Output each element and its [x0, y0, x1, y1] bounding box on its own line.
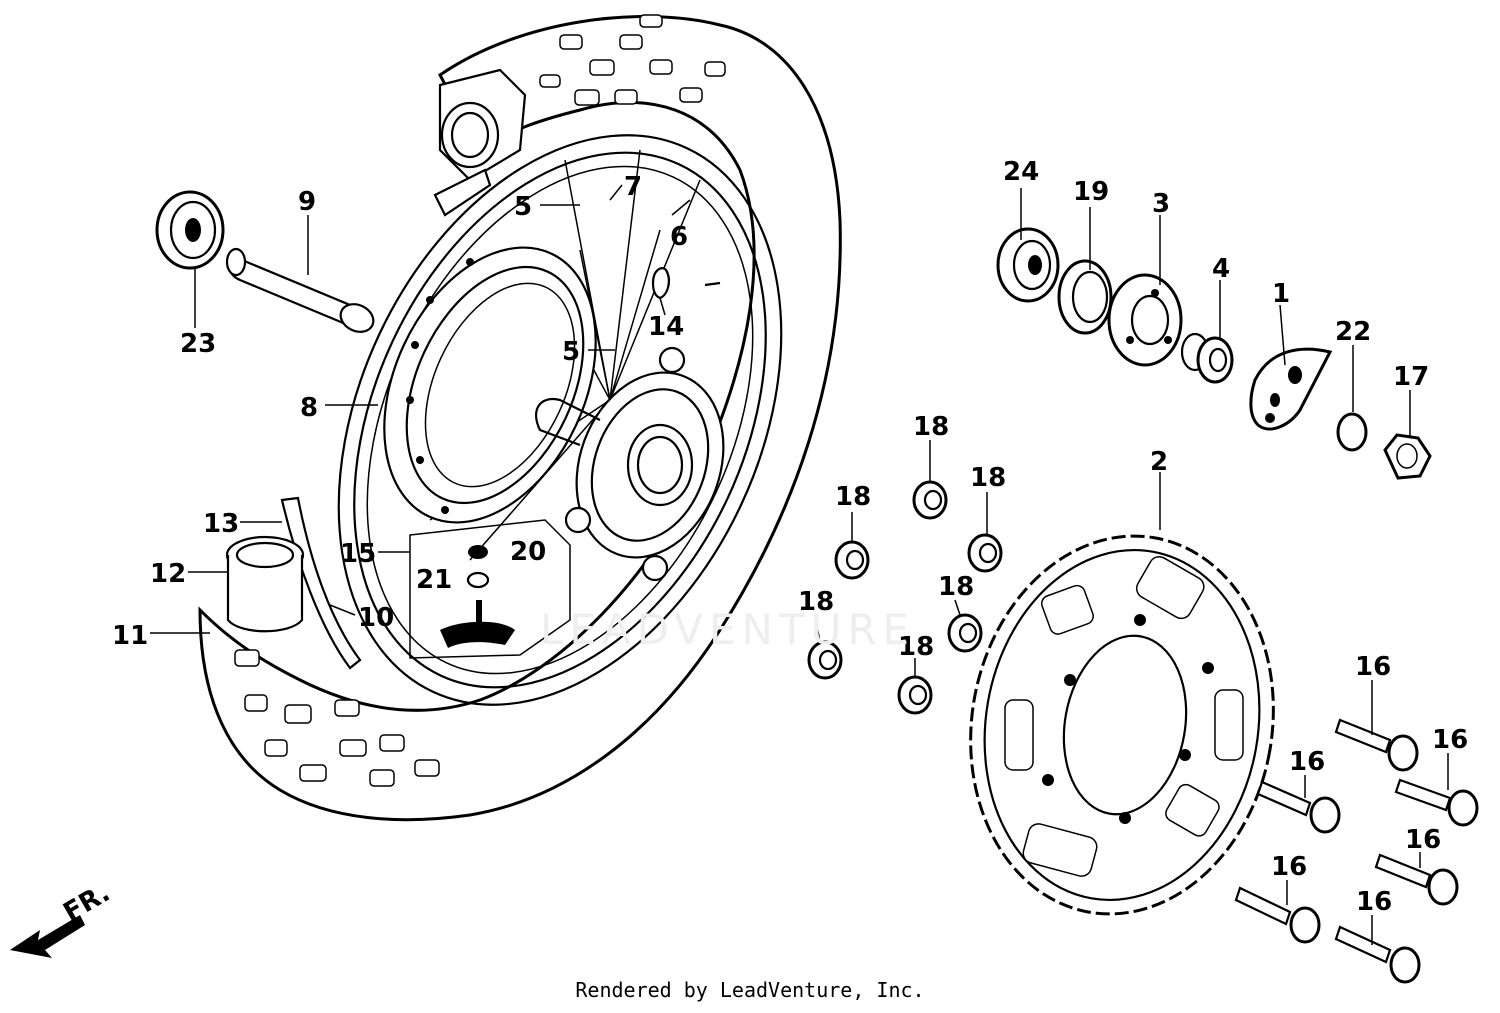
callout-23: 23	[180, 329, 216, 359]
watermark: LEADVENTURE	[540, 605, 916, 654]
hub-flange	[534, 346, 725, 582]
callout-22: 22	[1335, 317, 1371, 347]
front-direction-arrow	[10, 915, 85, 958]
spoke-nipple	[651, 267, 670, 300]
callout-4: 4	[1212, 254, 1230, 284]
callout-17: 17	[1393, 362, 1429, 392]
callout-8: 8	[300, 393, 318, 423]
callout-16b: 16	[1432, 725, 1468, 755]
callout-18f: 18	[898, 632, 934, 662]
valve-assembly	[409, 519, 571, 659]
sprocket	[969, 534, 1275, 916]
callout-13: 13	[203, 509, 239, 539]
callout-1: 1	[1272, 279, 1290, 309]
spoke-end	[704, 281, 721, 287]
callout-11: 11	[112, 621, 148, 651]
leader-lines	[150, 184, 1449, 945]
callout-15: 15	[340, 539, 376, 569]
callout-16f: 16	[1356, 887, 1392, 917]
callout-9: 9	[298, 187, 316, 217]
callout-18d: 18	[938, 572, 974, 602]
callout-6: 6	[670, 222, 688, 252]
bearing-23	[155, 190, 225, 270]
rim-lock	[433, 68, 527, 217]
callout-24: 24	[1003, 157, 1039, 187]
collar-4	[1180, 332, 1234, 384]
callout-2: 2	[1150, 447, 1168, 477]
callout-5a: 5	[514, 192, 532, 222]
callout-20: 20	[510, 537, 546, 567]
callout-16d: 16	[1405, 825, 1441, 855]
sprocket-flange-3	[1107, 273, 1183, 367]
nut-17	[1383, 433, 1432, 480]
callout-10: 10	[358, 603, 394, 633]
bolts-16	[1234, 718, 1479, 984]
tire	[198, 14, 842, 822]
rim-lock-lower	[225, 535, 305, 633]
callout-labels: 1 2 3 4 5 5 6 7 8 9 10 11 12 13 14 15 16…	[112, 157, 1468, 917]
callout-21: 21	[416, 565, 452, 595]
callout-18c: 18	[970, 463, 1006, 493]
chain-adjuster-1	[1249, 347, 1333, 431]
callout-18a: 18	[913, 412, 949, 442]
callout-18b: 18	[835, 482, 871, 512]
axle-collar	[225, 247, 375, 333]
callout-5b: 5	[562, 337, 580, 367]
footer-credit: Rendered by LeadVenture, Inc.	[575, 978, 925, 1002]
washer-22	[1336, 412, 1368, 452]
callout-3: 3	[1152, 189, 1170, 219]
bearing-24	[996, 227, 1060, 303]
callout-7: 7	[624, 172, 642, 202]
callout-16c: 16	[1289, 747, 1325, 777]
callout-16e: 16	[1271, 852, 1307, 882]
callout-14: 14	[648, 312, 684, 342]
direction-label: FR.	[59, 878, 116, 928]
nuts-18	[807, 480, 1003, 715]
callout-12: 12	[150, 559, 186, 589]
oil-seal-19	[1057, 259, 1113, 335]
callout-18e: 18	[798, 587, 834, 617]
callout-19: 19	[1073, 177, 1109, 207]
brake-drum	[383, 246, 597, 524]
callout-16a: 16	[1355, 652, 1391, 682]
